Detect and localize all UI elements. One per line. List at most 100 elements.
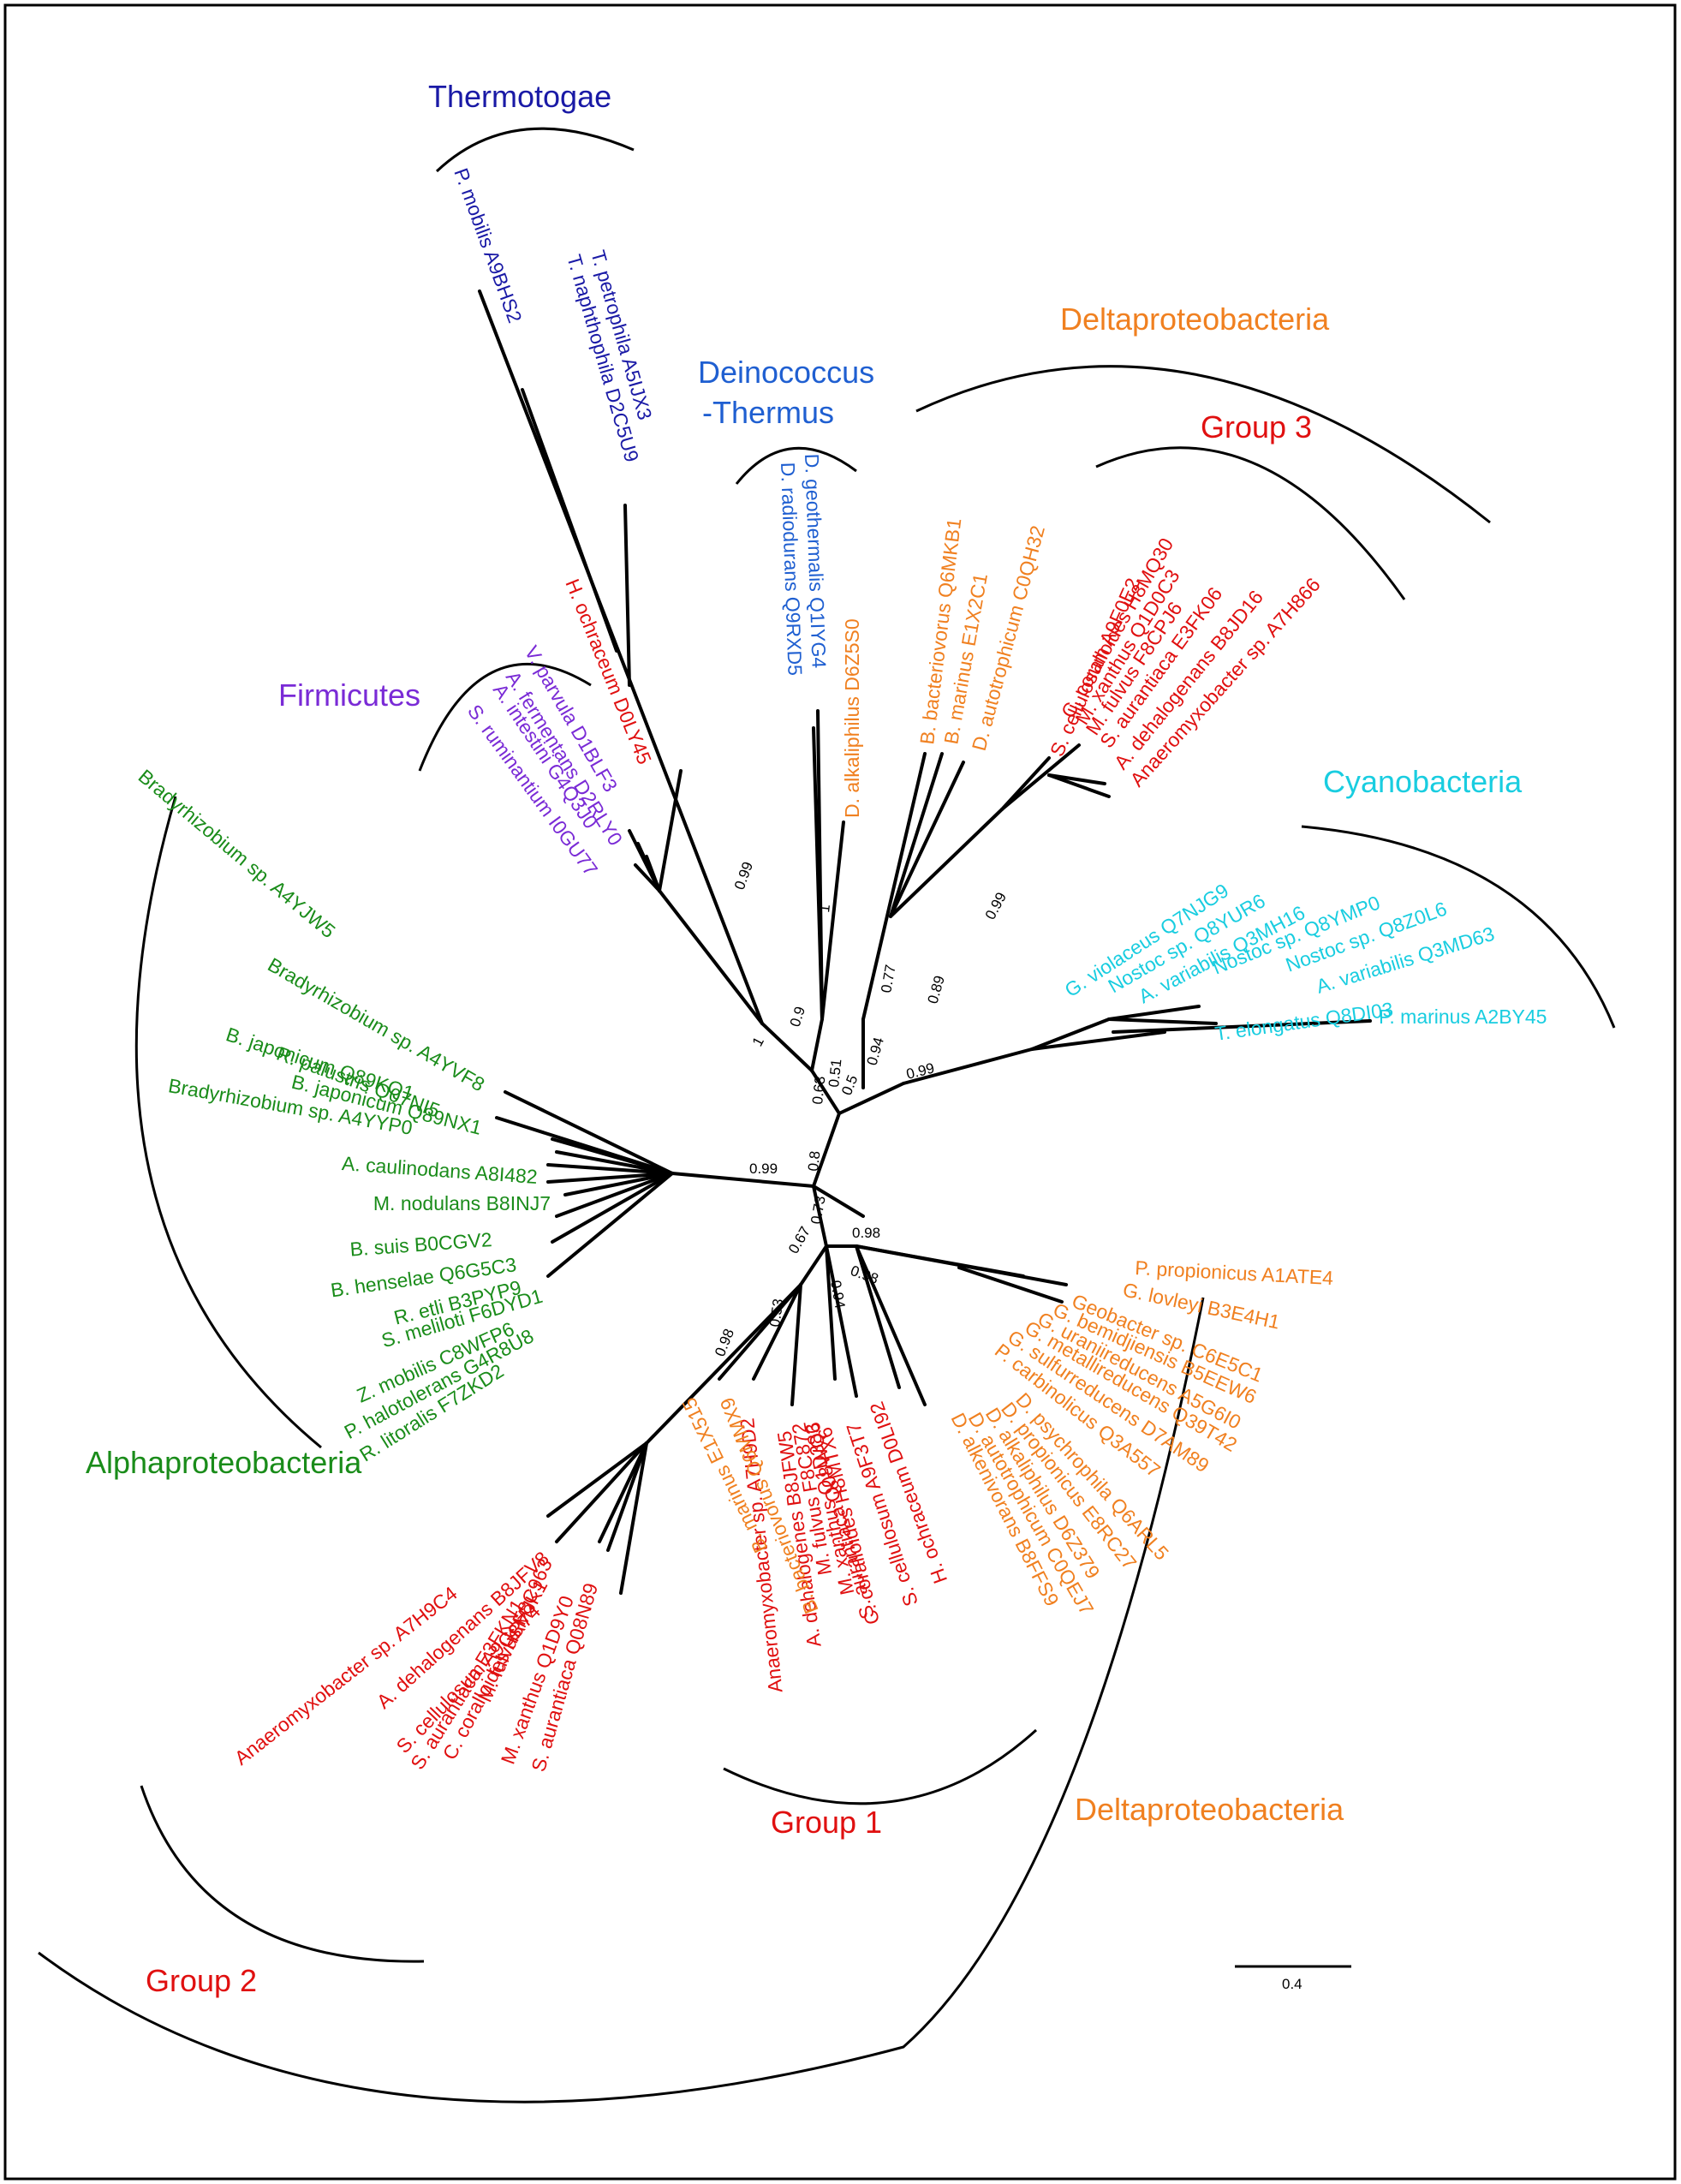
branch-group3-a xyxy=(1000,743,1081,811)
leaf-label: P. propionicus A1ATE4 xyxy=(1135,1256,1334,1289)
branch-cyano-d xyxy=(1107,1017,1218,1025)
leaves-deinococcus: D. geothermalis Q1IYG4 D. radiodurans Q9… xyxy=(777,453,831,676)
branch-cyano-c xyxy=(1107,1005,1201,1021)
branch-upper-node xyxy=(760,1022,814,1072)
backbone-branch-right xyxy=(838,1082,905,1115)
branch-cyano-a xyxy=(1030,1017,1111,1051)
support-value: 0.77 xyxy=(878,964,898,994)
clade-label-deinococcus: Deinococcus xyxy=(698,355,874,390)
scale-bar: 0.4 xyxy=(1235,1965,1351,1992)
branch-lower-node xyxy=(812,1184,828,1248)
backbone-branch xyxy=(671,1069,842,1189)
arc-alphaproteobacteria xyxy=(134,796,322,1449)
branch-group2-stem xyxy=(645,1283,802,1445)
support-values: 0.99 0.9 1 0.63 0.51 1 0.77 0.94 0.89 0.… xyxy=(712,860,1010,1359)
branch-alpha-f xyxy=(546,1172,674,1184)
clade-label-firmicutes: Firmicutes xyxy=(278,677,420,713)
leaf-label: B. suis B0CGV2 xyxy=(349,1228,493,1261)
support-value: 0.53 xyxy=(766,1298,786,1328)
branch-group3-c xyxy=(1047,773,1111,798)
arc-firmicutes xyxy=(418,663,592,772)
support-value: 0.73 xyxy=(808,1195,828,1226)
support-value: 0.89 xyxy=(925,974,948,1005)
branches xyxy=(478,289,1372,1595)
branch-alpha-g xyxy=(563,1172,674,1196)
branch-firmicutes-3 xyxy=(645,855,661,892)
branch-d-autotrophicum xyxy=(889,761,965,918)
branch-alpha-a xyxy=(504,1090,674,1175)
branch-alpha-c xyxy=(551,1137,674,1175)
branch-group2-d xyxy=(606,1441,648,1552)
arc-delta-top xyxy=(915,365,1491,524)
leaves-alpha: Bradyrhizobium sp. A4YJW5 Bradyrhizobium… xyxy=(134,765,551,1465)
support-value: 0.8 xyxy=(805,1150,823,1172)
leaf-label: T. elongatus Q8DI03 xyxy=(1213,998,1394,1045)
branch-delta-bottom-e xyxy=(855,1244,901,1389)
branch-deino-stem xyxy=(810,1017,824,1072)
leaf-label: P. mobilis A9BHS2 xyxy=(450,165,526,326)
branch-delta-mid xyxy=(752,1283,802,1381)
leaf-label: D. radiodurans Q9RXD5 xyxy=(777,462,807,676)
clade-label-delta-top: Deltaproteobacteria xyxy=(1060,301,1330,337)
support-value: 1 xyxy=(816,904,833,913)
leaf-label: P. marinus A2BY45 xyxy=(1379,1005,1547,1028)
branch-group2-c xyxy=(598,1441,648,1543)
branch-group1-a xyxy=(825,1244,858,1398)
support-value: 0.9 xyxy=(787,1005,808,1029)
branch-cyano-stem xyxy=(902,1047,1034,1085)
figure-frame xyxy=(3,3,1677,2181)
support-value: 0.99 xyxy=(982,890,1010,922)
branch-b-marinus xyxy=(889,752,944,918)
branch-thermotogae xyxy=(478,289,764,1025)
support-value: 0.51 xyxy=(826,1059,844,1089)
branch-alpha-e xyxy=(546,1163,674,1175)
branch-cyano-b xyxy=(1030,1030,1166,1051)
clade-label-alphaproteobacteria: Alphaproteobacteria xyxy=(86,1445,362,1480)
branch-group1-c xyxy=(790,1283,802,1406)
branch-p-marinus xyxy=(1112,1019,1372,1034)
clade-arcs xyxy=(38,127,1616,2103)
support-value: 0.99 xyxy=(749,1161,778,1177)
branch-alpha-i xyxy=(551,1172,674,1244)
branch-delta-bottom-c xyxy=(957,1266,1064,1304)
branch-alpha-j xyxy=(546,1172,674,1278)
arc-group3 xyxy=(1095,446,1406,600)
arc-group2 xyxy=(140,1785,425,1963)
arc-delta-bottom xyxy=(38,1297,1205,2103)
clade-label-group3: Group 3 xyxy=(1201,409,1312,445)
clade-label-group2: Group 2 xyxy=(146,1963,257,1998)
branch-thermotogae-b xyxy=(623,504,631,687)
branch-alpha-h xyxy=(555,1172,674,1218)
leaves-group2: Anaeromyxobacter sp. A7H9C4 A. dehalogen… xyxy=(230,1547,602,1774)
support-value: 0.98 xyxy=(849,1262,881,1287)
branch-group1-b xyxy=(825,1244,837,1381)
leaf-label: D. alkaliphilus D6Z5S0 xyxy=(841,618,863,818)
branch-group2-a xyxy=(546,1441,648,1518)
support-value: 1 xyxy=(749,1035,767,1049)
clade-label-cyanobacteria: Cyanobacteria xyxy=(1323,764,1523,799)
clade-label-thermus: -Thermus xyxy=(702,395,834,430)
support-value: 0.99 xyxy=(731,860,756,892)
scale-bar-label: 0.4 xyxy=(1282,1976,1302,1992)
branch-group3-stem xyxy=(889,808,1004,918)
leaf-label: A. caulinodans A8I482 xyxy=(341,1152,538,1188)
branch-d-alkaliphilus xyxy=(820,820,845,1021)
leaf-label: Bradyrhizobium sp. A4YJW5 xyxy=(134,765,340,942)
branch-b-bacteriovorus xyxy=(861,752,927,1021)
branch-group3-b xyxy=(1047,773,1106,785)
branch-delta-bottom-b xyxy=(855,1244,1025,1278)
arc-cyanobacteria xyxy=(1301,825,1616,1029)
support-value: 0.99 xyxy=(904,1059,936,1082)
branch-deino-2 xyxy=(816,709,824,1021)
support-value: 0.98 xyxy=(852,1225,880,1241)
leaves-group3: S. cellulosum A9F0E2 C. coralloides H8MQ… xyxy=(1046,534,1325,791)
clade-label-delta-bottom: Deltaproteobacteria xyxy=(1075,1792,1344,1827)
branch-group2-e xyxy=(619,1441,648,1595)
branch-delta-bottom-d xyxy=(855,1244,927,1406)
branch-alpha-d xyxy=(555,1150,674,1175)
branch-thermotogae-a xyxy=(521,388,618,653)
arc-deinococcus xyxy=(735,446,857,485)
branch-firmicutes-stem xyxy=(658,889,764,1025)
clade-label-group1: Group 1 xyxy=(771,1805,882,1840)
